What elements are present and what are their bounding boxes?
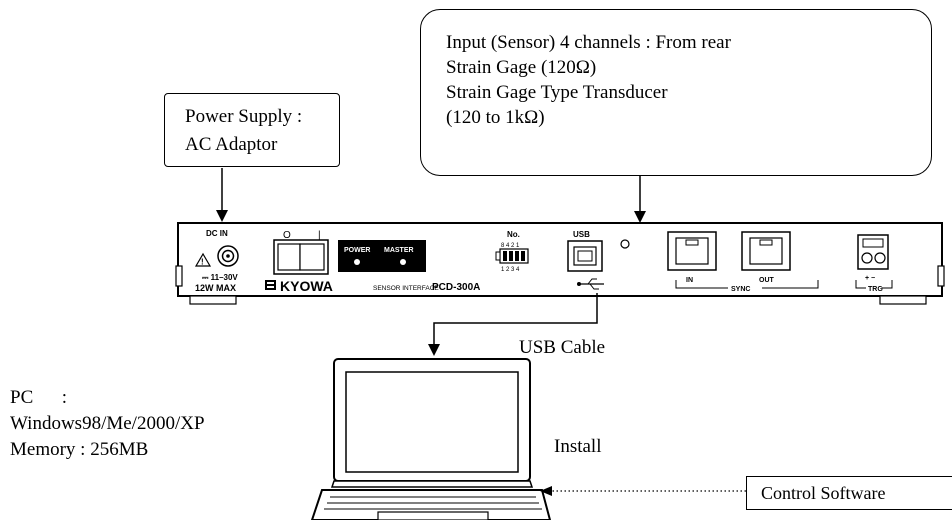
master-led-label: MASTER — [384, 247, 414, 254]
warning-icon — [194, 252, 212, 267]
power-arrow — [216, 168, 228, 222]
kyowa-logo-icon — [265, 280, 276, 290]
power-led-label: POWER — [344, 247, 370, 254]
sensor-input-line: Strain Gage Type Transducer — [446, 82, 668, 103]
sensor-input-line: Strain Gage (120Ω) — [446, 57, 597, 78]
sensor-input-callout: Input (Sensor) 4 channels : From rear St… — [420, 9, 932, 176]
trigger-terminal: + − TRG — [855, 234, 893, 293]
install-arrow — [540, 486, 746, 496]
switch-on-label: | — [318, 230, 321, 241]
control-software-box: Control Software — [746, 476, 952, 510]
svg-text:!: ! — [201, 258, 204, 267]
dc-in-label: DC IN — [206, 229, 228, 238]
pc-info-line: PC : — [10, 387, 68, 408]
switch-off-label: O — [283, 230, 291, 241]
trg-polarity-label: + − — [865, 275, 875, 282]
power-supply-callout: Power Supply : AC Adaptor — [164, 93, 340, 167]
usb-symbol-icon — [577, 278, 604, 290]
power-supply-line: Power Supply : — [185, 106, 303, 127]
control-software-label: Control Software — [761, 483, 886, 503]
power-supply-line: AC Adaptor — [185, 134, 278, 155]
trg-label: TRG — [868, 286, 883, 293]
master-led-icon — [400, 259, 406, 265]
indicator-hole-icon — [620, 239, 630, 249]
power-led-icon — [354, 259, 360, 265]
sensor-input-line: Input (Sensor) 4 channels : From rear — [446, 32, 731, 53]
sync-label: SYNC — [731, 286, 750, 293]
power-switch: O | — [273, 230, 329, 275]
product-caption: SENSOR INTERFACE — [373, 285, 439, 292]
sensor-arrow — [634, 176, 646, 223]
voltage-label: ⎓ 11–30V — [202, 273, 238, 282]
usb-cable-line — [428, 293, 598, 356]
dip-bottom-label: 1 2 3 4 — [501, 267, 520, 273]
dip-switch: No. 8 4 2 1 1 2 3 4 — [495, 230, 529, 273]
device-rear-panel: DC IN ! ⎓ 11–30V 12W MAX O | POWER — [175, 222, 945, 305]
dc-jack-icon — [217, 245, 239, 267]
install-label: Install — [554, 436, 602, 457]
model-name: PCD-300A — [432, 282, 480, 293]
usb-port: USB — [567, 230, 630, 290]
wattage-label: 12W MAX — [195, 283, 236, 293]
dip-top-label: 8 4 2 1 — [501, 243, 520, 249]
sync-out-label: OUT — [759, 277, 775, 284]
sensor-input-line: (120 to 1kΩ) — [446, 107, 545, 128]
dip-label: No. — [507, 230, 520, 239]
usb-port-label: USB — [573, 230, 590, 239]
usb-cable-label: USB Cable — [519, 337, 606, 358]
sync-ports: IN OUT SYNC — [667, 231, 819, 293]
brand-name: KYOWA — [280, 278, 333, 294]
pc-info: PC : Windows98/Me/2000/XP Memory : 256MB — [10, 385, 205, 463]
pc-info-line: Windows98/Me/2000/XP — [10, 413, 205, 434]
status-led-panel: POWER MASTER — [338, 240, 426, 272]
laptop-icon — [310, 358, 552, 520]
sync-in-label: IN — [686, 277, 693, 284]
pc-info-line: Memory : 256MB — [10, 439, 149, 460]
